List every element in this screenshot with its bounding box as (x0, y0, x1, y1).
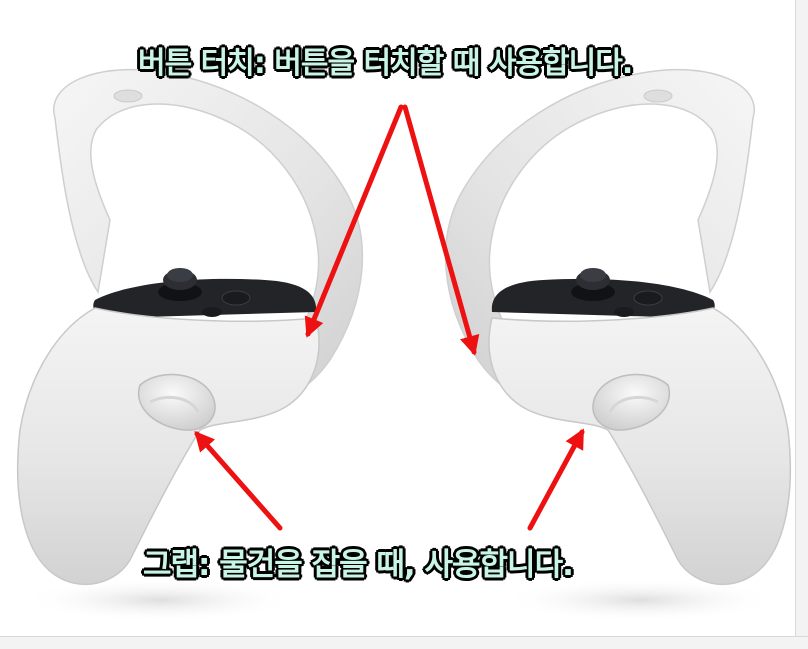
arrow-to-right-touch-area (402, 104, 480, 356)
right-grip-edge (608, 395, 659, 413)
left-controller-floor-shadow (20, 578, 300, 622)
button-touch-caption: 버튼 터치: 버튼을 터치할 때 사용합니다. (138, 46, 633, 81)
left-tracking-ring (52, 68, 364, 397)
left-face-panel (93, 278, 317, 318)
left-thumbstick (158, 268, 202, 301)
image-frame-right-edge (795, 0, 808, 648)
right-button-a (633, 290, 663, 306)
right-vr-controller (444, 68, 791, 586)
left-button-y (202, 307, 222, 317)
annotation-arrows (194, 104, 585, 531)
left-ring-sensor-dot (113, 89, 143, 103)
arrow-to-left-touch-area (304, 104, 404, 338)
left-vr-controller (17, 68, 364, 586)
right-thumbstick (571, 268, 615, 301)
arrow-to-right-grip (527, 428, 585, 531)
right-tracking-ring (444, 68, 756, 397)
right-controller-body (488, 307, 791, 586)
right-controller-floor-shadow (500, 578, 780, 622)
grab-caption: 그랩: 물건을 잡을 때, 사용합니다. (143, 547, 574, 583)
right-grip-button (592, 373, 671, 431)
image-frame-bottom-edge (0, 636, 808, 649)
arrow-to-left-grip (194, 431, 283, 531)
left-button-x (221, 290, 251, 306)
left-grip-edge (149, 395, 200, 413)
right-button-b (614, 307, 634, 317)
left-grip-button (137, 373, 216, 431)
right-ring-sensor-dot (643, 89, 673, 103)
